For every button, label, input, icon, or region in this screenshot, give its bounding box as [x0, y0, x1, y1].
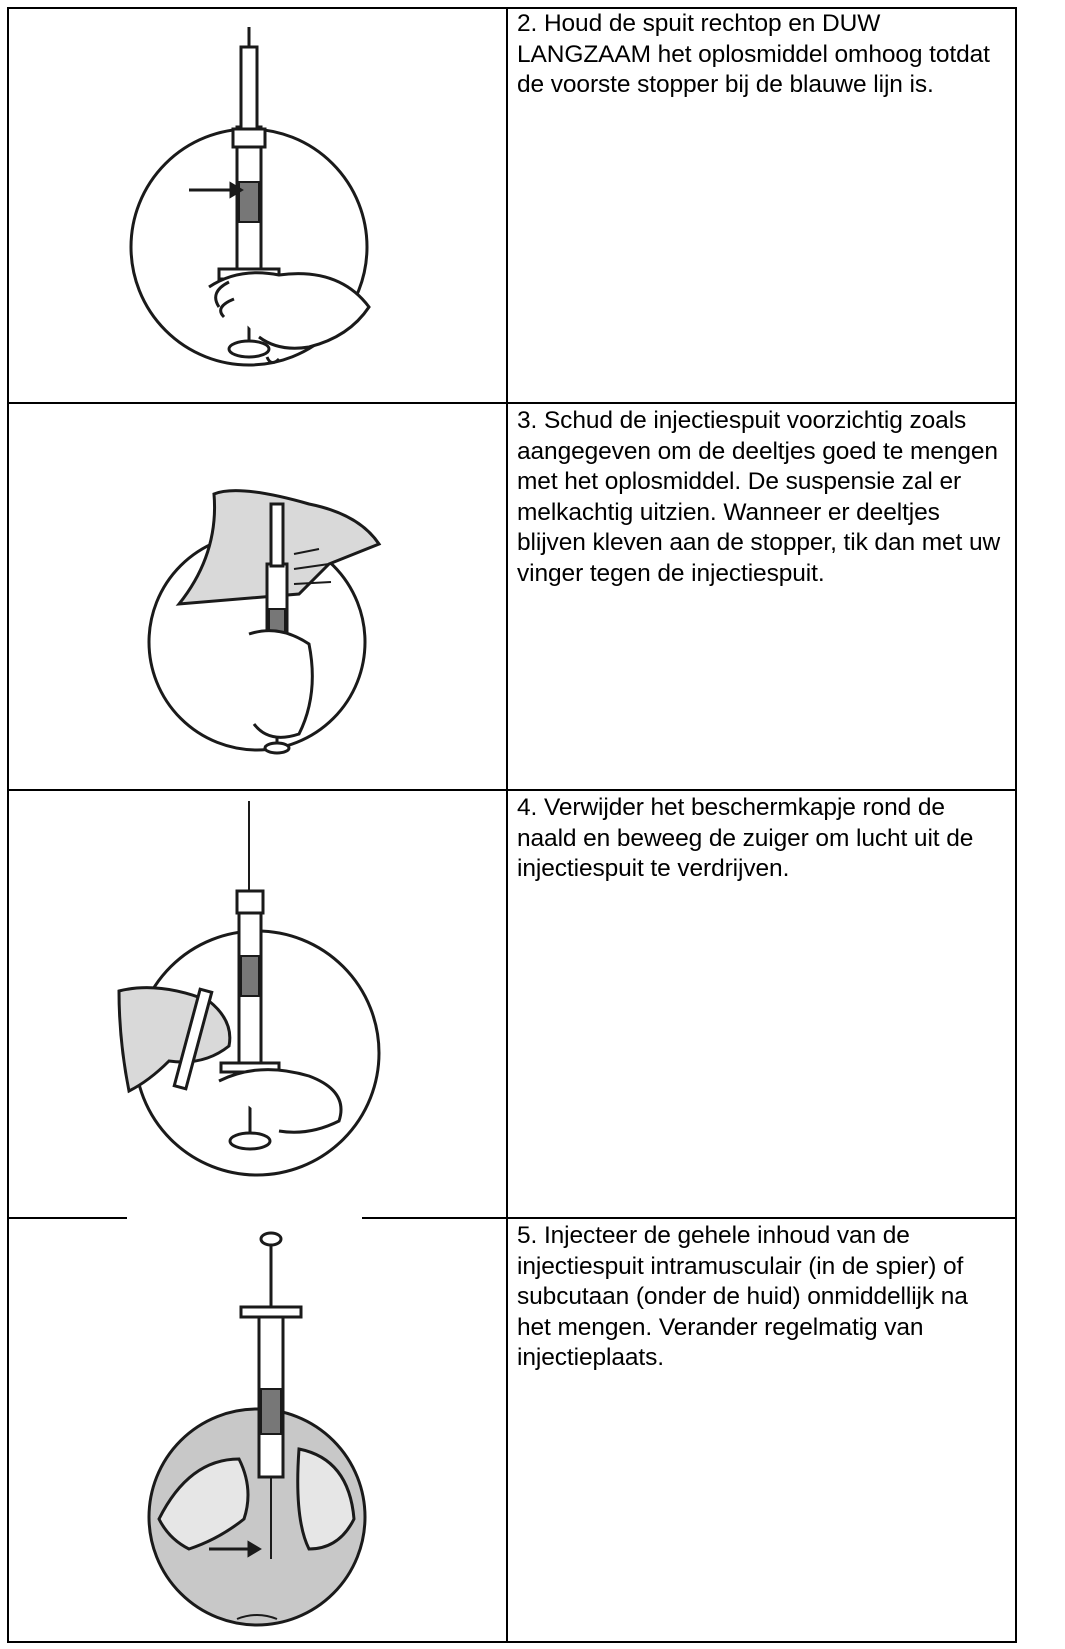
step-4-text: 4. Verwijder het beschermkapje rond de n… — [508, 791, 1015, 885]
step-3-text: 3. Schud de injectiespuit voorzichtig zo… — [508, 404, 1015, 589]
step-5-text: 5. Injecteer de gehele inhoud van de inj… — [508, 1219, 1015, 1374]
step-5-illustration-cell — [9, 1219, 506, 1641]
syringe-shake-illustration — [9, 404, 504, 787]
step-2-text: 2. Houd de spuit rechtop en DUW LANGZAAM… — [508, 7, 1015, 101]
step-4-text-cell: 4. Verwijder het beschermkapje rond de n… — [508, 791, 1015, 1217]
step-row-3: 3. Schud de injectiespuit voorzichtig zo… — [7, 404, 1017, 789]
syringe-remove-cap-illustration — [9, 791, 504, 1215]
step-2-illustration-cell — [9, 7, 506, 402]
step-5-text-cell: 5. Injecteer de gehele inhoud van de inj… — [508, 1219, 1015, 1641]
instruction-table: 2. Houd de spuit rechtop en DUW LANGZAAM… — [7, 7, 1017, 1643]
syringe-push-illustration — [9, 7, 504, 400]
step-4-illustration-cell — [9, 791, 506, 1217]
step-row-4: 4. Verwijder het beschermkapje rond de n… — [7, 791, 1017, 1217]
step-2-text-cell: 2. Houd de spuit rechtop en DUW LANGZAAM… — [508, 7, 1015, 402]
step-row-5: 5. Injecteer de gehele inhoud van de inj… — [7, 1219, 1017, 1643]
syringe-inject-illustration — [9, 1219, 504, 1639]
step-3-text-cell: 3. Schud de injectiespuit voorzichtig zo… — [508, 404, 1015, 789]
step-3-illustration-cell — [9, 404, 506, 789]
step-row-2: 2. Houd de spuit rechtop en DUW LANGZAAM… — [7, 7, 1017, 402]
